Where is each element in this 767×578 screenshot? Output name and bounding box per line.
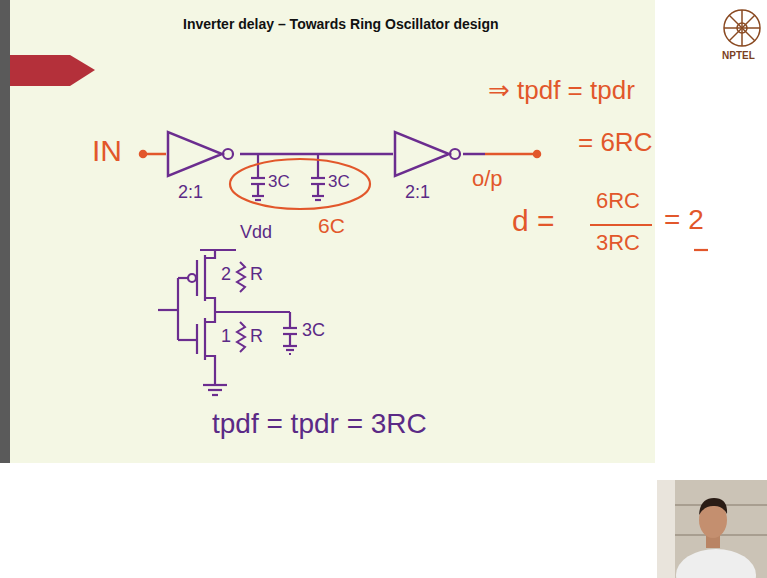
logo-text: NPTEL [722,50,755,62]
supply-name: Vdd [240,222,272,243]
cmos-inverter-schematic [205,250,215,258]
cmos-inverter-schematic [188,274,196,282]
capacitor-symbol [312,195,324,197]
transistor-size: 2 [221,264,231,285]
highlight-ellipse [230,159,370,209]
cmos-inverter-schematic [283,345,297,347]
equation: ⇒ tpdf = tpdr [488,76,635,106]
cmos-inverter-schematic [289,353,291,355]
capacitor-symbol [251,154,325,200]
resistor-symbol [237,322,245,352]
cmos-inverter-schematic [178,339,197,341]
capacitor-symbol [257,154,259,178]
capacitor-symbol [317,154,319,178]
size-ratio: 2:1 [166,182,240,203]
slide-title: Inverter delay – Towards Ring Oscillator… [183,16,499,32]
inverter-triangle [168,132,222,176]
capacitor-symbol [255,199,261,201]
cmos-inverter-schematic [200,249,236,251]
capacitor-symbol [257,184,259,196]
capacitor-symbol [252,195,264,197]
transistor-size: 1 [221,326,231,347]
output-wire [485,153,537,156]
cmos-inverter-schematic [205,356,215,385]
presenter-video [657,480,767,578]
output-wire [534,151,540,157]
capacitor-symbol [311,177,325,179]
capacitor-value: 3C [328,172,350,192]
size-ratio: 2:1 [393,182,467,203]
input-wire [140,151,146,157]
nptel-logo [724,10,760,46]
cmos-inverter-schematic [286,349,294,351]
capacitor-total: 6C [318,214,345,238]
inverter-triangle [395,132,449,176]
capacitor-value: 3C [302,320,325,341]
fraction-numerator: 6RC [596,188,640,213]
output-wire [463,153,485,156]
presenter-video [699,498,727,515]
resistance-label: R [250,264,263,285]
slide-ground [0,0,10,463]
presenter-video [657,480,675,578]
highlight-ellipse [230,159,370,209]
cmos-inverter-schematic [178,277,188,279]
cmos-inverter-schematic [203,384,227,386]
equation: d = [512,204,555,239]
wire [240,153,393,156]
slide-ground [10,0,655,463]
equation: = 6RC [578,128,652,158]
resistance-label: R [250,326,263,347]
resistor-symbol [237,262,245,352]
cmos-inverter-schematic [205,298,215,322]
cmos-inverter-schematic [289,312,291,328]
capacitor-symbol [317,184,319,196]
input-wire [140,151,166,157]
cmos-inverter-schematic [283,327,297,329]
presenter-video [676,549,756,578]
equation: tpdf = tpdr = 3RC [212,408,427,440]
capacitor-symbol [315,199,321,201]
cmos-inverter-schematic [158,250,297,395]
output-wire [463,151,540,157]
nptel-logo [729,15,755,41]
cmos-inverter-schematic [204,318,206,360]
cmos-inverter-schematic [208,389,222,391]
cmos-inverter-schematic [204,255,206,301]
inverter-bubble [450,149,460,159]
nptel-logo [724,10,760,46]
equation: = 2 [664,204,704,236]
fraction-denominator: 3RC [596,230,640,255]
capacitor-symbol [251,177,265,179]
header-arrow [10,55,95,86]
cmos-inverter-schematic [212,394,218,396]
inverter-bubble [223,149,233,159]
capacitor-value: 3C [268,172,290,192]
signal-name: IN [92,134,122,169]
fraction-bar [590,224,652,226]
header-arrow [10,55,95,86]
nptel-logo [729,15,755,41]
inverter-gate: 2:1 [393,130,467,203]
cmos-inverter-schematic [215,311,290,313]
cmos-inverter-schematic [158,309,178,311]
fraction-bar [694,249,708,251]
inverter-gate: 2:1 [166,130,240,203]
signal-name: o/p [472,166,503,191]
cmos-inverter-schematic [289,334,291,346]
resistor-symbol [237,262,245,292]
slide-ground [0,0,655,463]
